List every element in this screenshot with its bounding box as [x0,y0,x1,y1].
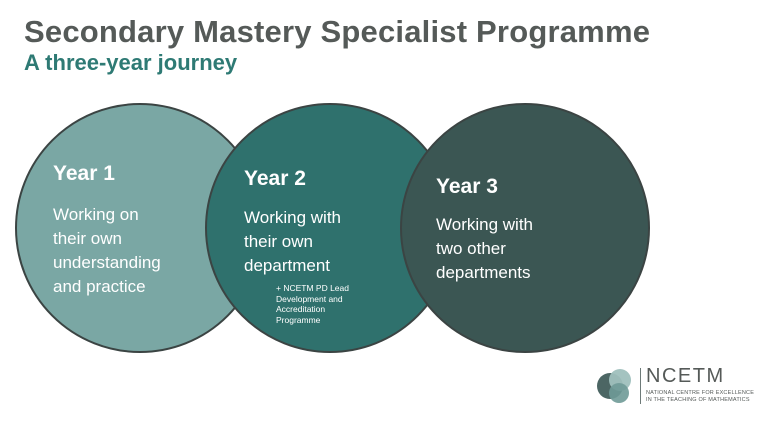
year-1-description: Working on their own understanding and p… [53,203,161,299]
year-2-line: department [244,256,330,275]
logo-separator [640,368,641,404]
year-3-line: departments [436,263,531,282]
logo-name: NCETM [646,365,725,387]
year-2-note-line: Accreditation [276,304,326,314]
year-2-note-line: Programme [276,314,321,325]
year-3-line: two other [436,239,506,258]
page-subtitle: A three-year journey [24,50,238,75]
year-2-note: + NCETM PD Lead Development and Accredit… [276,283,349,325]
year-2-line: their own [244,232,313,251]
logo-tagline: IN THE TEACHING OF MATHEMATICS [646,397,750,403]
year-2-note-line: + NCETM PD Lead [276,283,349,293]
year-1-line: and practice [53,277,146,296]
year-1-title: Year 1 [53,162,115,185]
page-title: Secondary Mastery Specialist Programme [24,14,651,49]
year-1-line: understanding [53,253,161,272]
year-3-title: Year 3 [436,175,498,198]
year-1-line: their own [53,229,122,248]
year-2-description: Working with their own department [244,206,341,278]
year-2-line: Working with [244,208,341,227]
year-2-note-line: Development and [276,293,343,304]
year-3-circle [400,103,650,353]
logo-tagline: NATIONAL CENTRE FOR EXCELLENCE [646,390,755,396]
year-3-description: Working with two other departments [436,213,533,285]
year-1-line: Working on [53,205,139,224]
year-3-line: Working with [436,215,533,234]
year-2-title: Year 2 [244,167,306,190]
ncetm-logo: NCETM NATIONAL CENTRE FOR EXCELLENCE IN … [596,365,756,410]
ncetm-logo-icon [597,369,631,403]
